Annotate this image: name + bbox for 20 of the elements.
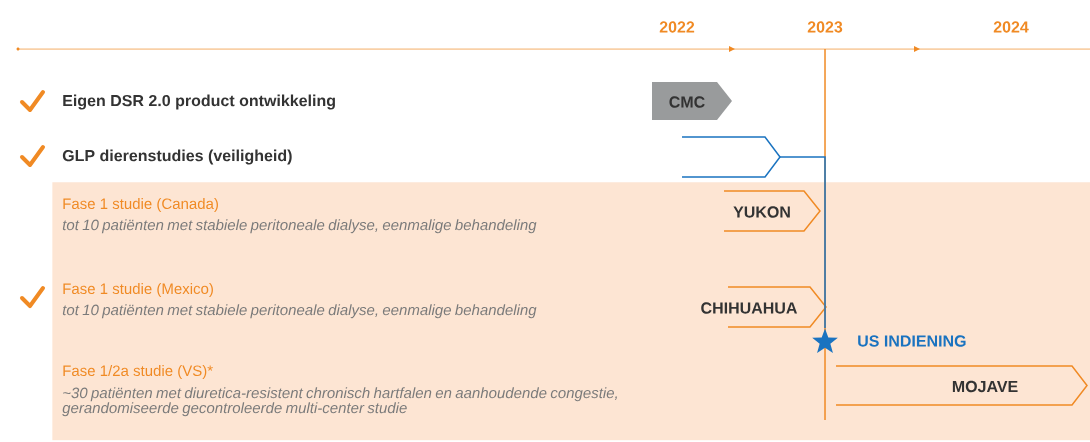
year-label: 2024 [993,21,1029,33]
study-chevron: YUKON [723,190,821,232]
study-description: tot 10 patiënten met stabiele peritoneale dialyse, eenmalige behandeling [62,304,537,319]
connector-line [779,156,826,329]
task-label: GLP dierenstudies (veiligheid) [62,149,292,165]
study-description: tot 10 patiënten met stabiele peritoneale dialyse, eenmalige behandeling [62,219,537,234]
task-label: Eigen DSR 2.0 product ontwikkeling [63,94,335,110]
study-title: Fase 1 studie (Canada) [63,198,218,212]
study-chevron: CHIHUAHUA [701,286,827,328]
study-chevron: MOJAVE [835,365,1088,406]
year-label: 2023 [807,21,843,33]
study-description: ~30 patiënten met diuretica-resistent chronisch hartfalen en aanhoudende congestie, gerandomiseerde gecontroleerde multi-center studie [62,387,617,417]
milestone-label: US INDIENING [858,335,966,347]
study-band [52,182,1090,441]
bracket-drawing [681,136,781,178]
study-title: Fase 1 studie (Mexico) [63,283,213,297]
study-title: Fase 1/2a studie (VS)* [63,365,213,379]
year-label: 2022 [659,21,695,33]
star-icon [812,328,838,353]
phase-tag: CMC [652,82,732,120]
